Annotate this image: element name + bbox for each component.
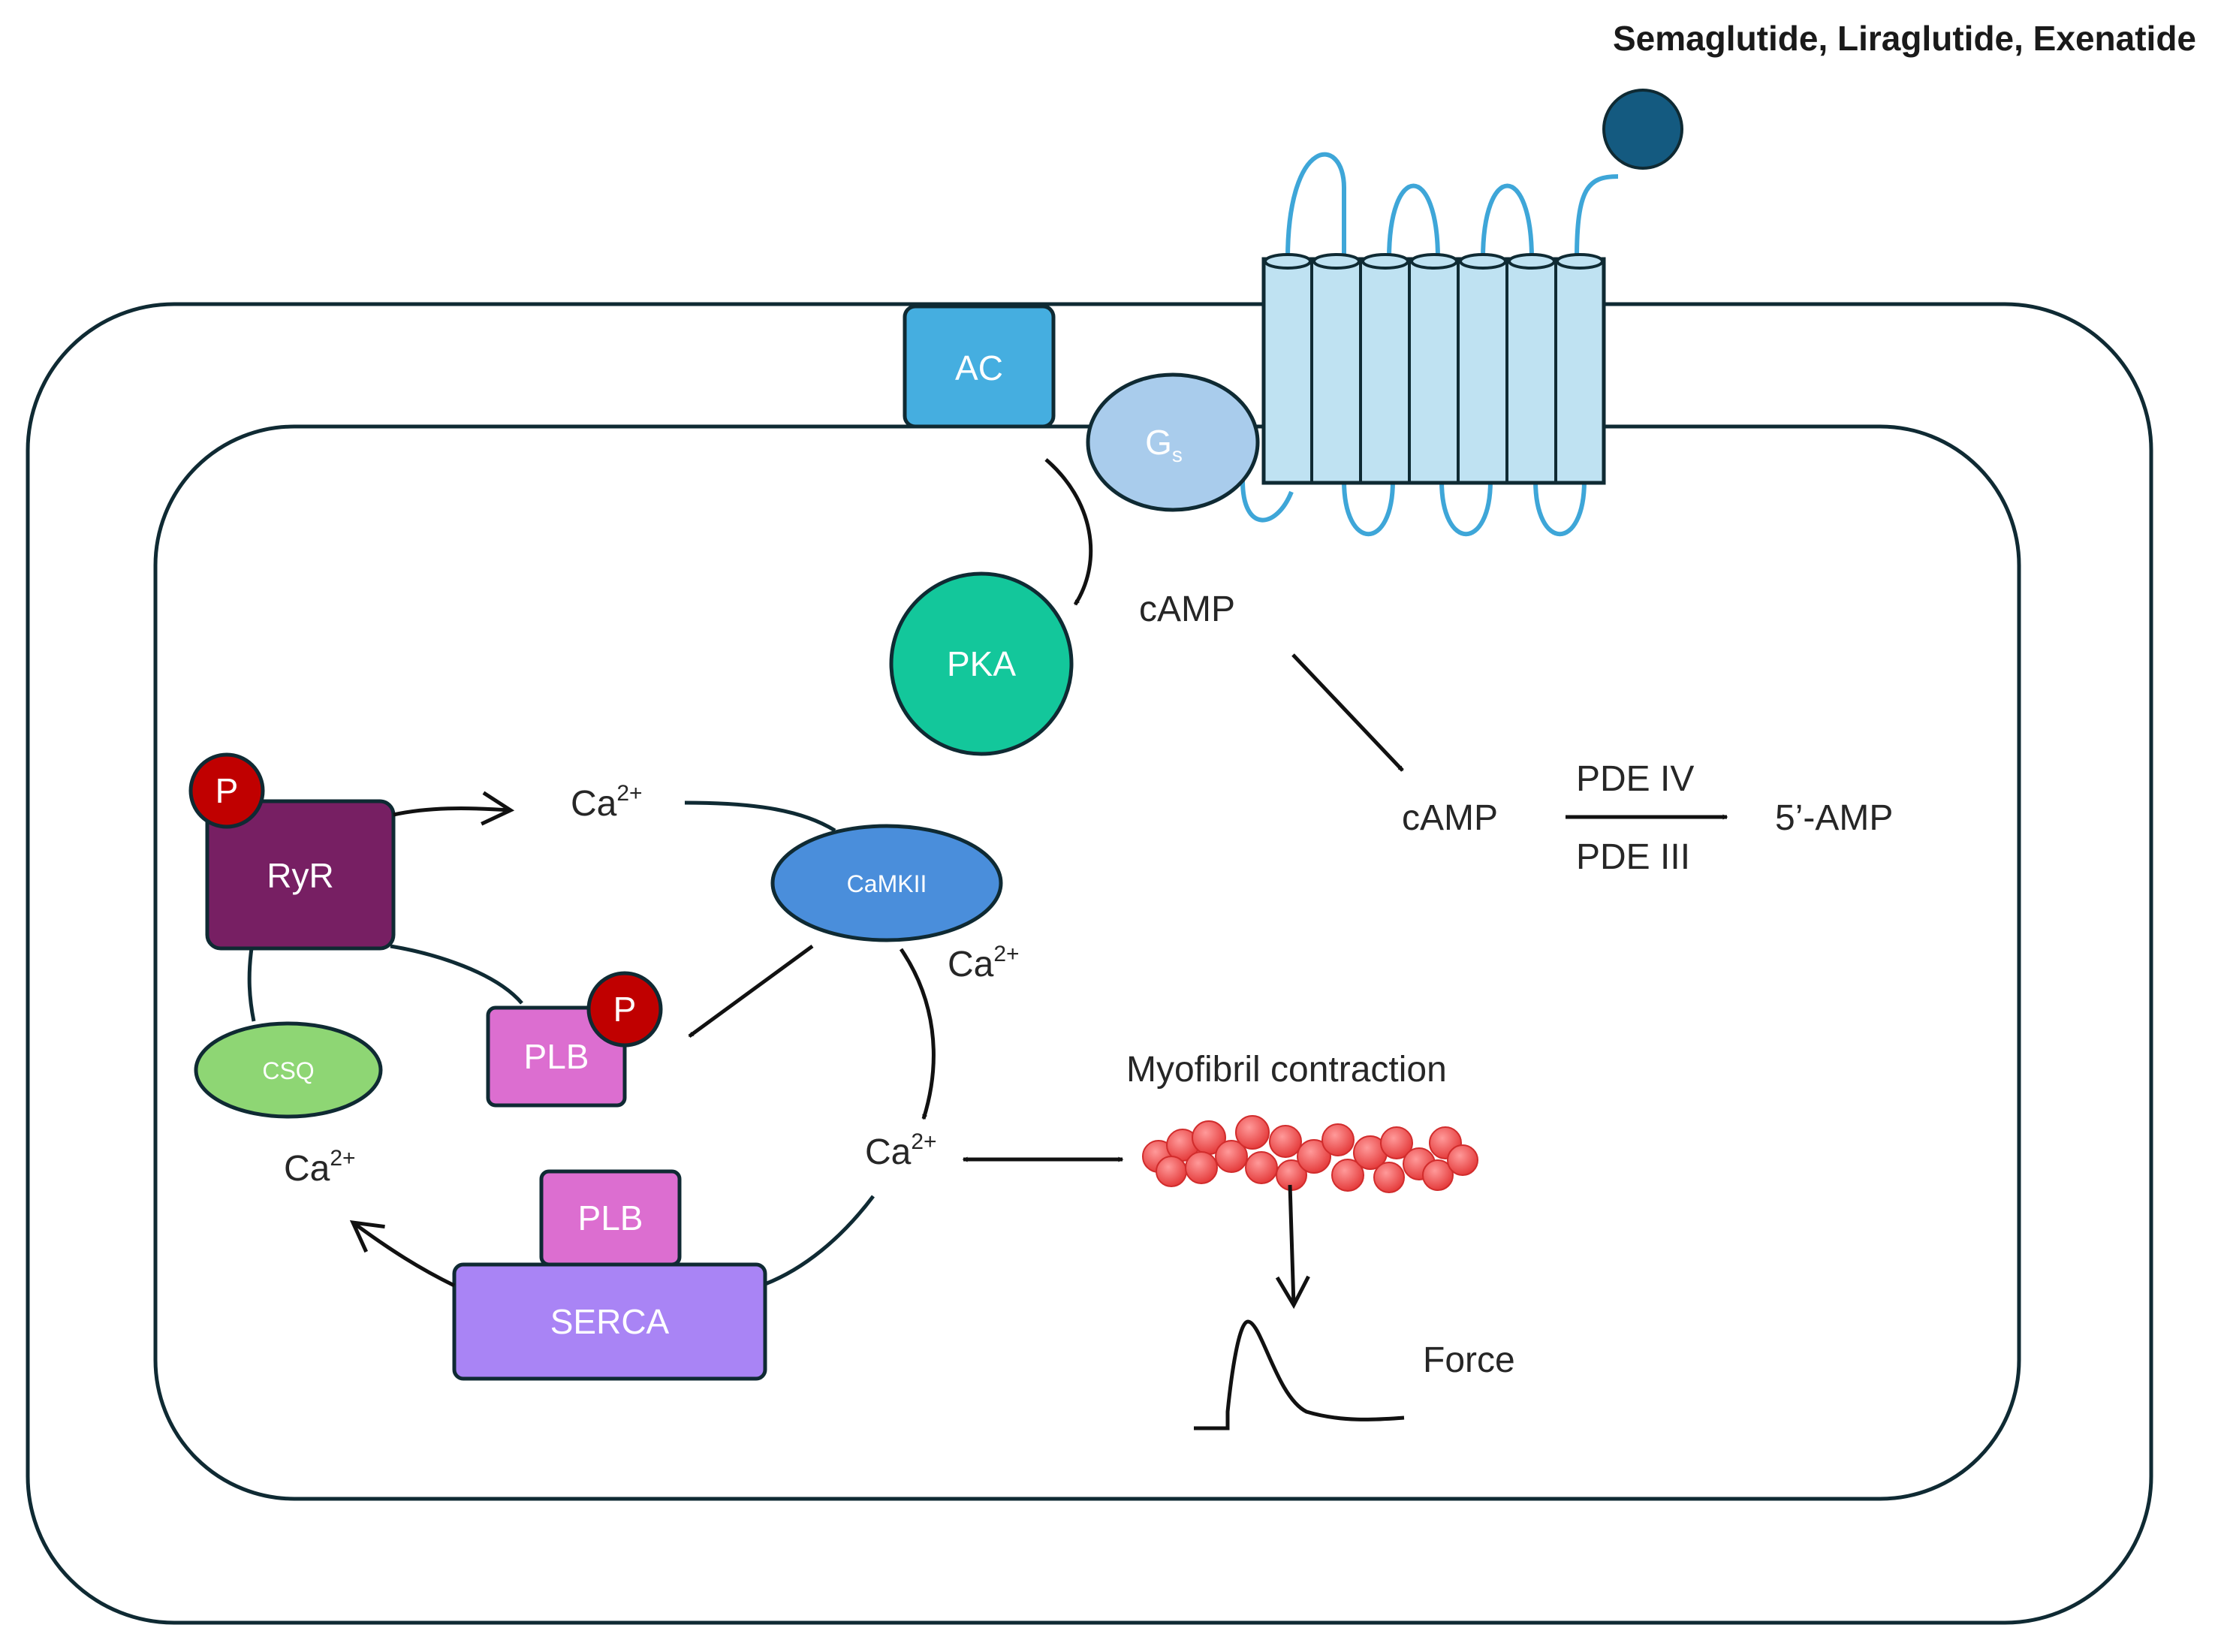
ca-to-serca-line — [764, 1195, 875, 1286]
myofibril-label: Myofibril contraction — [1126, 1050, 1447, 1090]
plb-phosphorylated — [486, 1005, 627, 1108]
ryr-to-ca-arrow — [393, 791, 515, 826]
ryr-phosphate-label: P — [215, 771, 239, 810]
drug-names-title: Semaglutide, Liraglutide, Exenatide — [1613, 19, 2196, 58]
pde3-label: PDE III — [1576, 837, 1690, 877]
ca-label-sr: Ca2+ — [284, 1146, 356, 1189]
ac-label: AC — [955, 348, 1003, 387]
receptor-loops — [1240, 152, 1619, 537]
amp-label: 5’-AMP — [1775, 798, 1893, 838]
ca-label-cytosol: Ca2+ — [865, 1129, 937, 1172]
force-trace — [1194, 1319, 1405, 1430]
plb-phosphate — [586, 971, 663, 1048]
plb-phosphate-label: P — [613, 990, 637, 1029]
ca-label-camkii: Ca2+ — [948, 942, 1020, 984]
ryr-phosphate — [188, 752, 265, 829]
glp1-receptor — [1261, 253, 1606, 485]
plb-label-upper: PLB — [524, 1037, 589, 1076]
camkii-label: CaMKII — [847, 870, 927, 897]
ca-label-top: Ca2+ — [571, 781, 643, 824]
serca-to-sr-arrow — [349, 1219, 456, 1288]
force-label: Force — [1423, 1340, 1515, 1380]
outer-cell-membrane — [26, 302, 2153, 1625]
inner-cell-membrane — [153, 424, 2021, 1501]
ca-to-camkii-line — [684, 800, 836, 833]
csq-label: CSQ — [262, 1057, 314, 1084]
camp-label-top: cAMP — [1139, 589, 1235, 629]
ryr-csq-line — [247, 948, 256, 1022]
ac-to-pka-arrow — [1044, 458, 1093, 606]
pka-label: PKA — [947, 644, 1016, 683]
ryr — [205, 799, 396, 951]
camkii-to-ca-arrow — [899, 948, 936, 1120]
serca-label: SERCA — [550, 1302, 670, 1341]
gs-label: Gs — [1145, 423, 1183, 466]
camkii-to-plb-arrow — [688, 944, 814, 1039]
camkii — [770, 824, 1003, 942]
pka — [889, 571, 1074, 756]
ryr-plb-line — [390, 944, 523, 1005]
ryr-label: RyR — [267, 856, 333, 895]
adenylyl-cyclase — [903, 304, 1056, 429]
glp1-ligand — [1602, 89, 1683, 170]
serca — [452, 1262, 767, 1381]
myofibril-to-force-arrow — [1275, 1184, 1310, 1310]
gs-protein — [1086, 372, 1260, 512]
myofibril — [1142, 1115, 1478, 1193]
pde4-label: PDE IV — [1576, 759, 1694, 799]
camp-to-camp-arrow — [1291, 653, 1404, 772]
csq — [194, 1021, 383, 1119]
plb-label-lower: PLB — [578, 1198, 643, 1237]
camp-label-right: cAMP — [1402, 798, 1498, 838]
